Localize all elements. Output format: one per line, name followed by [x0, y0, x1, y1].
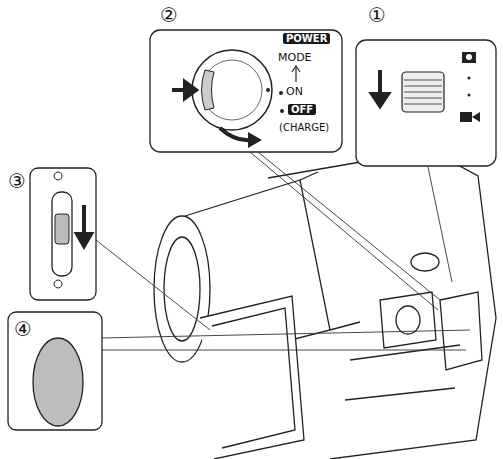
callout-number: ①	[368, 4, 386, 26]
slide-arrow	[372, 70, 388, 106]
slide-switch	[52, 192, 72, 276]
callout-number: ②	[160, 4, 178, 26]
dial-label: POWER	[283, 33, 330, 44]
power-dial	[192, 50, 272, 130]
detail-panel	[150, 30, 342, 152]
mode-arrow	[292, 66, 300, 82]
photo-icon	[462, 52, 476, 63]
dial-label: ON	[286, 86, 303, 98]
movie-icon	[460, 112, 472, 122]
detail-panel	[356, 40, 496, 166]
camcorder-body	[154, 150, 496, 459]
mode-switch	[402, 72, 444, 112]
leader-line	[96, 152, 470, 350]
turn-arrow	[248, 132, 262, 148]
dial-label: MODE	[278, 52, 312, 64]
dial-label: OFF	[288, 104, 316, 115]
detail-panel	[30, 168, 96, 300]
detail-panel	[8, 312, 102, 430]
dial-label: (CHARGE)	[279, 122, 329, 133]
callout-number: ③	[8, 170, 26, 192]
slide-arrow	[77, 205, 91, 246]
callout-number: ④	[14, 318, 32, 340]
press-arrow	[172, 82, 196, 98]
start-stop-button	[33, 338, 83, 426]
